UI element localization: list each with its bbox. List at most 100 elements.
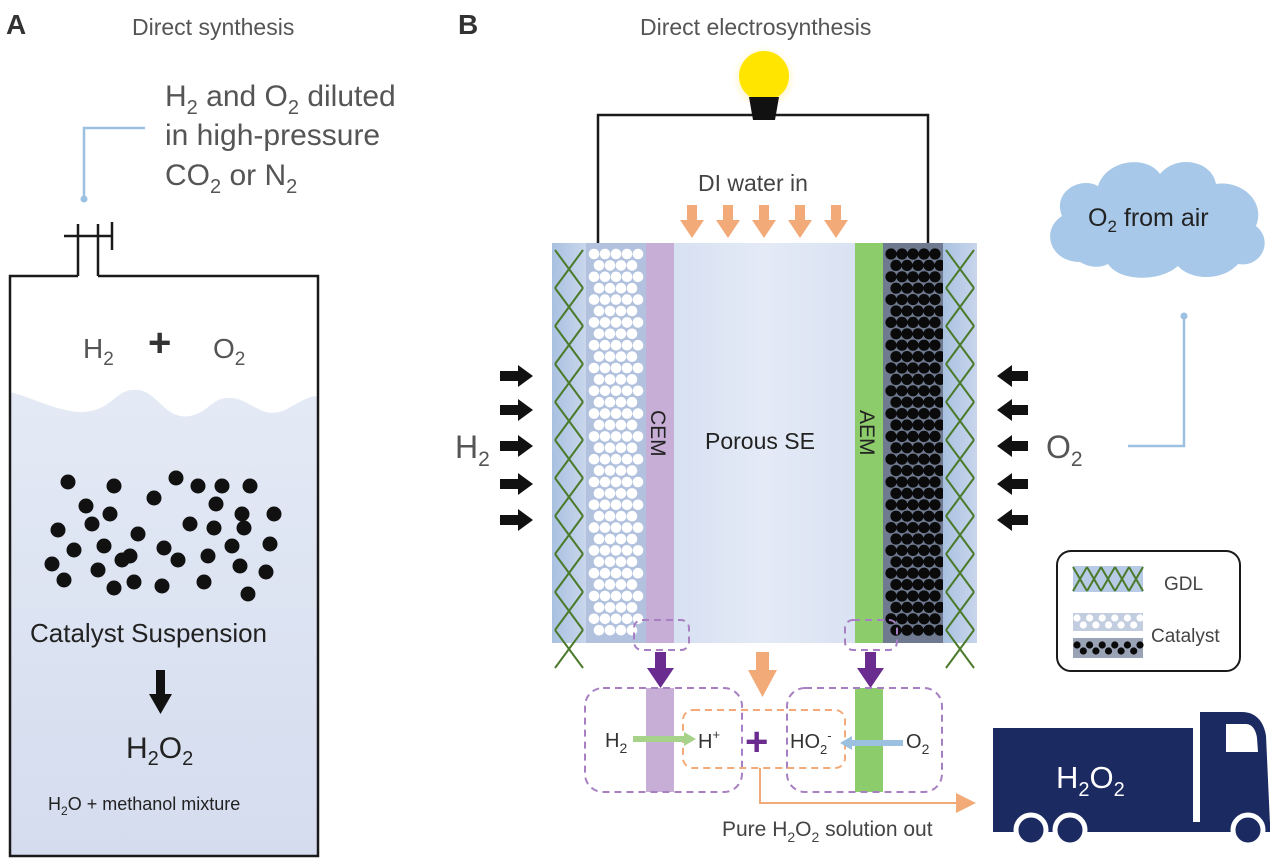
white-catalyst-particle	[588, 567, 600, 579]
black-catalyst-particle	[896, 362, 908, 374]
white-catalyst-particle	[626, 579, 638, 590]
white-catalyst-particle	[632, 385, 644, 397]
white-catalyst-particle	[621, 431, 633, 442]
cem-membrane	[646, 243, 674, 643]
legend-white-particle	[1098, 614, 1106, 622]
black-catalyst-particle	[934, 533, 946, 545]
white-catalyst-particle	[599, 431, 611, 442]
rxn-ho2-label: HO2-	[790, 728, 832, 757]
white-catalyst-particle	[599, 294, 611, 305]
white-catalyst-particle	[610, 613, 622, 625]
black-catalyst-particle	[901, 624, 913, 636]
catalyst-particle	[146, 490, 162, 506]
catalyst-suspension-label: Catalyst Suspension	[30, 618, 267, 648]
aem-membrane	[855, 243, 883, 643]
white-catalyst-particle	[599, 522, 611, 533]
black-catalyst-particle	[885, 430, 897, 442]
cloud-icon	[1050, 161, 1265, 278]
black-catalyst-particle	[934, 419, 946, 431]
h2-arrow-icon	[500, 509, 533, 531]
black-catalyst-particle	[907, 499, 919, 511]
white-catalyst-particle	[610, 317, 622, 328]
outflow-line	[759, 768, 976, 813]
black-catalyst-particle	[907, 362, 919, 374]
white-catalyst-particle	[593, 260, 605, 271]
black-catalyst-particle	[929, 430, 941, 442]
white-catalyst-particle	[593, 488, 605, 499]
black-catalyst-particle	[885, 271, 897, 283]
black-catalyst-particle	[901, 396, 913, 408]
white-catalyst-particle	[632, 339, 644, 351]
h2-arrow-icon	[500, 365, 533, 387]
black-catalyst-particle	[901, 556, 913, 568]
white-catalyst-particle	[588, 590, 600, 602]
panel-a: A Direct synthesis H2 and O2 diluted in …	[6, 9, 396, 858]
catalyst-particle	[196, 574, 212, 590]
o2-arrow-icon	[997, 435, 1028, 457]
white-catalyst-particle	[588, 294, 600, 305]
white-catalyst-particle	[604, 465, 616, 476]
white-catalyst-particle	[632, 567, 644, 579]
gas-plus-sign: +	[148, 321, 171, 365]
gdl-mesh-line	[945, 553, 975, 593]
catalyst-particle	[214, 478, 230, 494]
black-catalyst-particle	[912, 601, 924, 614]
black-catalyst-particle	[929, 590, 941, 602]
white-catalyst-particle	[593, 556, 605, 568]
black-catalyst-particle	[923, 465, 935, 477]
white-catalyst-particle	[626, 282, 638, 294]
white-catalyst-particle	[593, 396, 605, 408]
catalyst-particle	[208, 496, 224, 512]
white-catalyst-particle	[621, 294, 633, 305]
white-catalyst-particle	[615, 510, 627, 522]
black-catalyst-particle	[890, 282, 902, 294]
white-catalyst-particle	[621, 522, 633, 533]
white-catalyst-particle	[610, 339, 622, 351]
zoom-arrow-right-icon	[857, 652, 884, 688]
gdl-mesh-line	[945, 325, 975, 365]
legend-black-particle	[1098, 641, 1106, 649]
black-catalyst-particle	[901, 579, 913, 591]
white-catalyst-particle	[599, 339, 611, 351]
black-catalyst-particle	[901, 442, 913, 454]
catalyst-right-particles	[885, 248, 946, 636]
legend-gdl-label: GDL	[1164, 574, 1203, 595]
catalyst-particle	[262, 536, 278, 552]
black-catalyst-particle	[896, 294, 908, 306]
black-catalyst-particle	[885, 590, 897, 602]
white-catalyst-particle	[610, 522, 622, 533]
white-catalyst-particle	[621, 453, 633, 465]
black-catalyst-particle	[934, 601, 946, 614]
legend-white-particle	[1136, 614, 1144, 622]
legend-catalyst-black-particles	[1073, 641, 1144, 655]
gdl-mesh-line	[554, 287, 584, 327]
white-catalyst-particle	[626, 328, 638, 340]
black-catalyst-particle	[912, 419, 924, 431]
solvent-label: H2O + methanol mixture	[48, 794, 240, 818]
gdl-mesh-line	[554, 363, 584, 403]
white-catalyst-particle	[604, 624, 616, 636]
catalyst-particle	[206, 520, 222, 536]
white-catalyst-particle	[610, 453, 622, 465]
black-catalyst-particle	[890, 305, 902, 317]
white-catalyst-particle	[626, 624, 638, 636]
catalyst-particle	[224, 538, 240, 554]
h2-arrow-icon	[500, 399, 533, 421]
white-catalyst-particle	[626, 602, 638, 613]
white-catalyst-particle	[588, 248, 600, 260]
black-catalyst-particle	[885, 248, 897, 260]
black-catalyst-particle	[918, 271, 930, 283]
legend-gdl-mesh	[1072, 566, 1144, 592]
white-catalyst-particle	[621, 385, 633, 397]
black-catalyst-particle	[896, 339, 908, 351]
water-arrow-icon	[788, 205, 812, 238]
white-catalyst-particle	[599, 385, 611, 397]
white-catalyst-particle	[604, 351, 616, 362]
black-catalyst-particle	[918, 499, 930, 511]
white-catalyst-particle	[588, 385, 600, 397]
black-catalyst-particle	[912, 282, 924, 294]
legend-black-particle	[1079, 647, 1087, 655]
black-catalyst-particle	[918, 522, 930, 534]
white-catalyst-particle	[604, 533, 616, 545]
black-catalyst-particle	[912, 373, 924, 385]
